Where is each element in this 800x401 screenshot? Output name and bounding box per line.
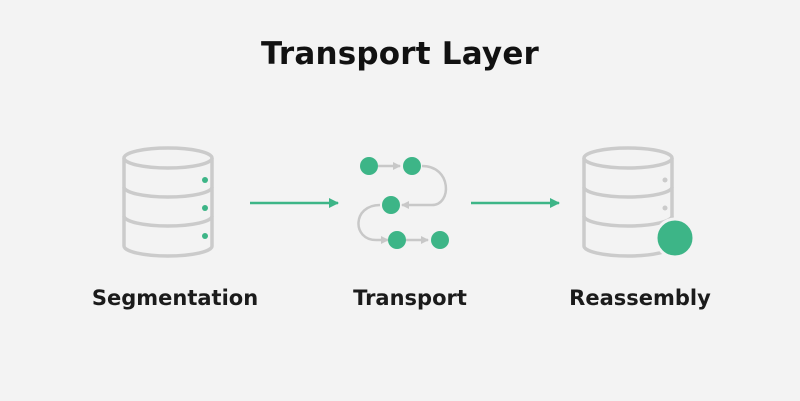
- packet-dot: [431, 231, 449, 249]
- diagram-title: Transport Layer: [260, 36, 540, 72]
- stage-label-segmentation: Segmentation: [91, 286, 259, 310]
- packet-dot: [360, 157, 378, 175]
- packet-dot: [403, 157, 421, 175]
- segmentation-database-icon: [122, 146, 214, 258]
- reassembly-database-icon: [582, 146, 696, 259]
- packet-flow-icon: [357, 157, 449, 249]
- stage-label-reassembly: Reassembly: [569, 286, 711, 310]
- complete-indicator-icon: [654, 217, 696, 259]
- packet-dot: [382, 196, 400, 214]
- packet-dot: [388, 231, 406, 249]
- stage-label-transport: Transport: [353, 286, 467, 310]
